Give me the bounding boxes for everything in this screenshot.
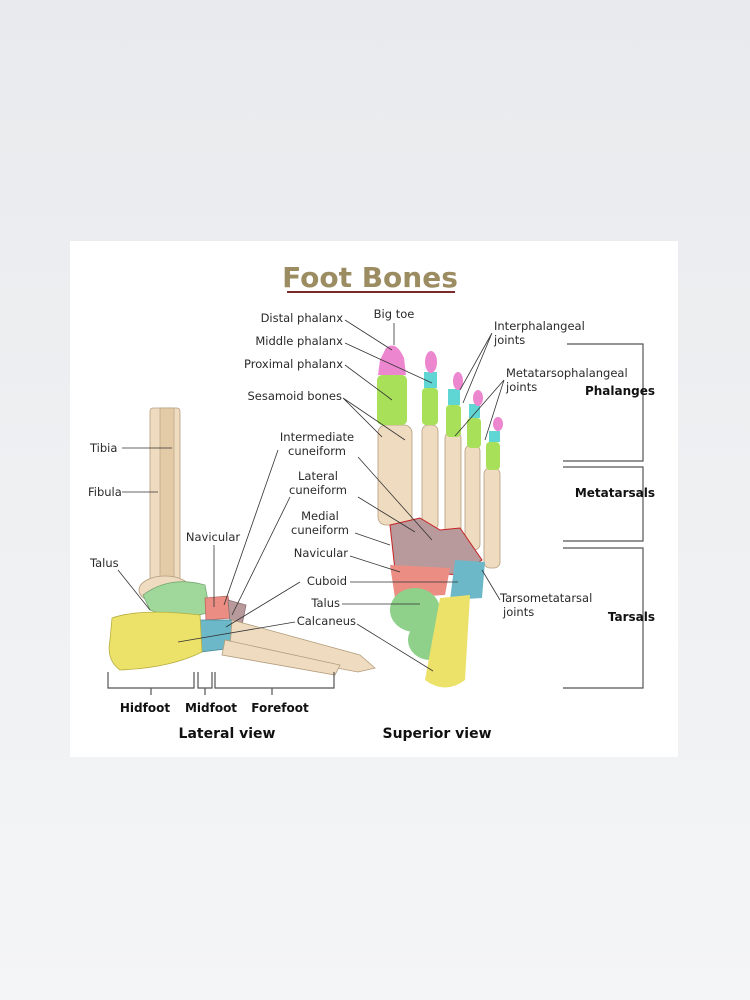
label-forefoot: Forefoot xyxy=(251,701,309,715)
poster-title: Foot Bones xyxy=(282,261,458,294)
lateral-metatarsals-2 xyxy=(221,639,341,676)
toe2-distal xyxy=(425,351,437,373)
toe4-middle xyxy=(469,404,480,418)
group-brackets xyxy=(107,343,644,695)
label-fibula: Fibula xyxy=(88,485,122,499)
toe5-distal xyxy=(493,417,503,431)
label-navicular: Navicular xyxy=(294,546,349,560)
label-metatarsophalangeal-1: Metatarsophalangeal xyxy=(506,366,628,380)
group-phalanges: Phalanges xyxy=(585,384,655,398)
label-distal-phalanx: Distal phalanx xyxy=(261,311,344,325)
metatarsal-3 xyxy=(444,431,462,538)
metatarsal-5 xyxy=(483,467,501,569)
label-sesamoid-bones: Sesamoid bones xyxy=(248,389,343,403)
label-middle-phalanx: Middle phalanx xyxy=(255,334,343,348)
toe4-proximal xyxy=(467,418,481,448)
label-tibia: Tibia xyxy=(89,441,117,455)
label-talus: Talus xyxy=(310,596,340,610)
metatarsal-4 xyxy=(464,444,481,551)
label-tarsometatarsal-1: Tarsometatarsal xyxy=(499,591,592,605)
label-lateral-cuneiform-1: Lateral xyxy=(298,469,338,483)
group-metatarsals: Metatarsals xyxy=(575,486,655,500)
toe4-distal xyxy=(473,390,483,406)
superior-navicular xyxy=(390,565,450,598)
toe3-middle xyxy=(448,389,460,405)
metatarsal-2 xyxy=(421,424,439,531)
toe3-distal xyxy=(453,372,463,390)
toe5-proximal xyxy=(486,442,500,470)
label-proximal-phalanx: Proximal phalanx xyxy=(244,357,343,371)
lateral-calcaneus xyxy=(108,611,203,671)
label-cuboid: Cuboid xyxy=(307,574,347,588)
label-tarsometatarsal-2: joints xyxy=(502,605,534,619)
toe5-middle xyxy=(489,431,500,442)
label-interphalangeal-1: Interphalangeal xyxy=(494,319,585,333)
label-medial-cuneiform-1: Medial xyxy=(301,509,339,523)
label-midfoot: Midfoot xyxy=(185,701,237,715)
toe3-proximal xyxy=(446,405,461,437)
label-lateral-cuneiform-2: cuneiform xyxy=(289,483,347,497)
metatarsal-1 xyxy=(377,424,413,526)
superior-cuboid xyxy=(450,560,485,600)
fibula-bone xyxy=(159,407,175,589)
label-lateral-navicular: Navicular xyxy=(186,530,241,544)
superior-calcaneus xyxy=(425,595,470,688)
toe2-middle xyxy=(424,372,437,388)
label-medial-cuneiform-2: cuneiform xyxy=(291,523,349,537)
group-tarsals: Tarsals xyxy=(608,610,655,624)
superior-foot-illustration xyxy=(377,345,503,688)
label-intermediate-cuneiform-2: cuneiform xyxy=(288,444,346,458)
label-metatarsophalangeal-2: joints xyxy=(505,380,537,394)
label-big-toe: Big toe xyxy=(374,307,415,321)
superior-view-caption: Superior view xyxy=(382,726,491,742)
toe2-proximal xyxy=(422,388,438,425)
label-interphalangeal-2: joints xyxy=(493,333,525,347)
label-lateral-talus: Talus xyxy=(89,556,119,570)
label-intermediate-cuneiform-1: Intermediate xyxy=(280,430,354,444)
label-hidfoot: Hidfoot xyxy=(120,701,170,715)
lateral-foot-illustration xyxy=(108,407,376,676)
leader-lines xyxy=(117,319,505,672)
lateral-view-caption: Lateral view xyxy=(179,726,276,742)
label-calcaneus: Calcaneus xyxy=(297,614,356,628)
